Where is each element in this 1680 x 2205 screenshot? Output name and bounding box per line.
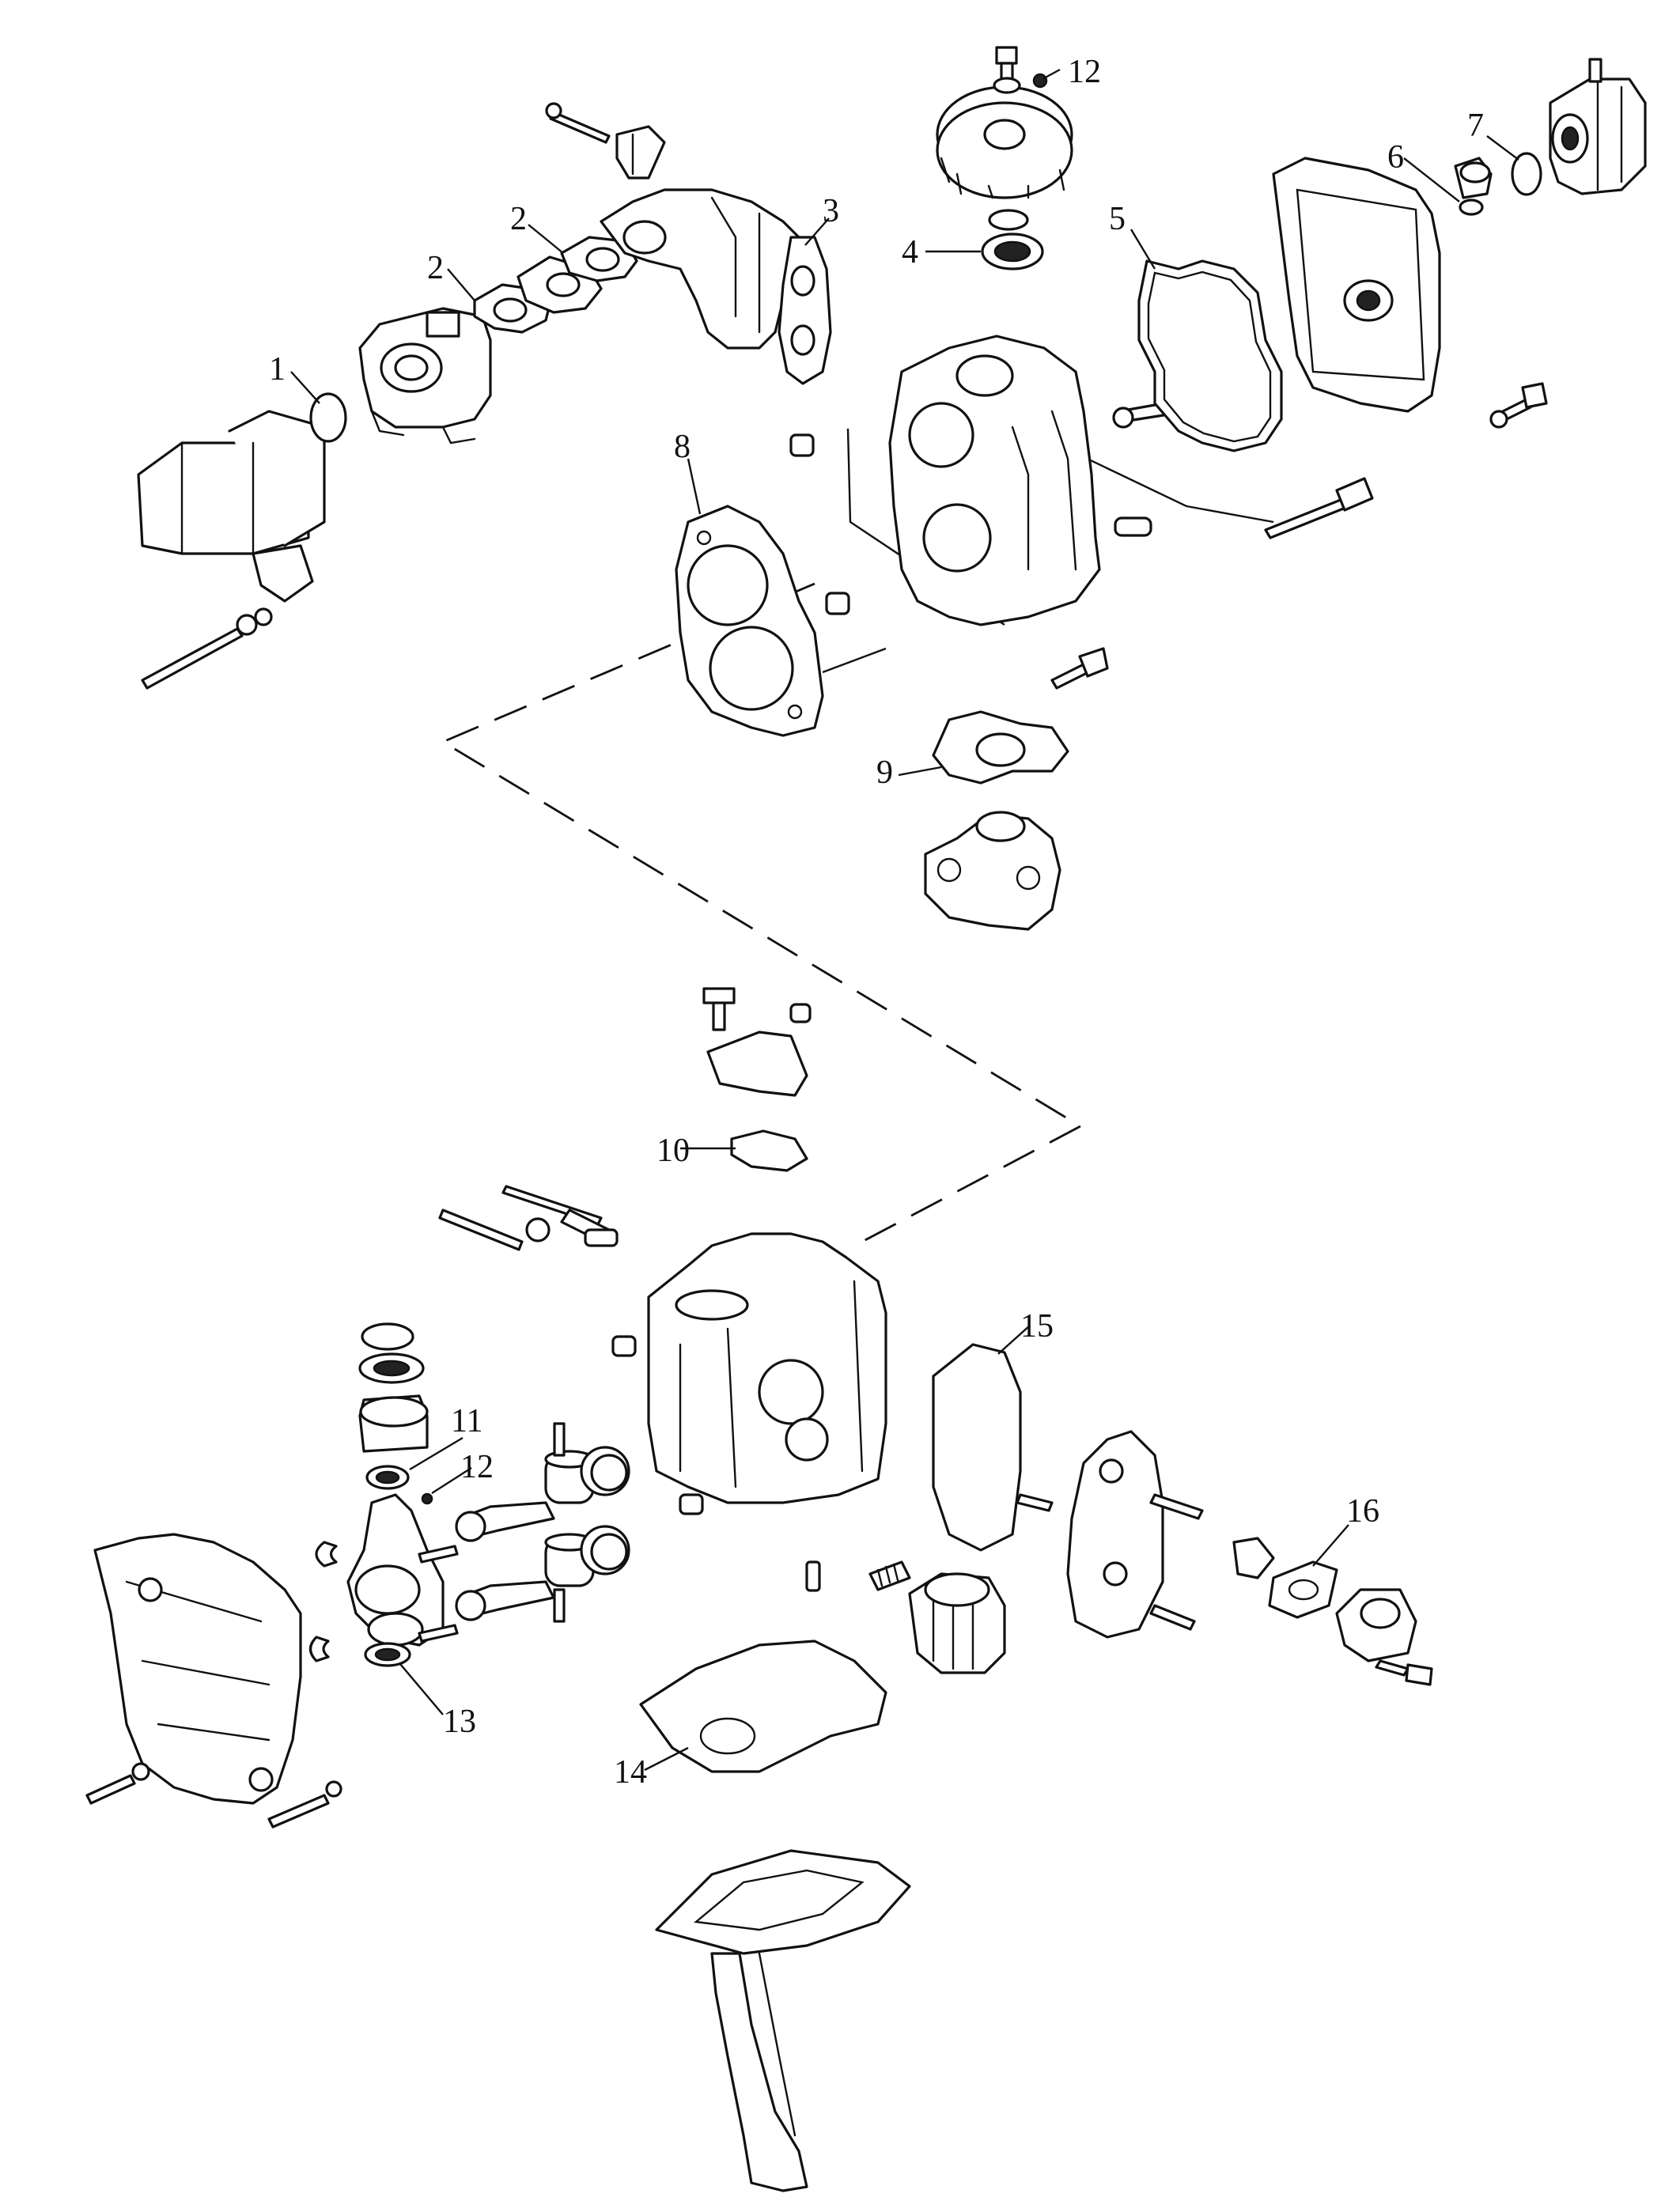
main-bearings (308, 1541, 338, 1662)
oil-pan-exhaust-guide (655, 1849, 911, 2192)
carburetor (358, 307, 492, 444)
head-lower-bolt (1050, 647, 1109, 690)
callout-12-crank: 12 (460, 1449, 494, 1485)
assembly-dash-lines (440, 418, 1274, 1243)
exhaust-cover (1066, 1430, 1164, 1639)
leader-lines (290, 68, 1519, 1772)
cover-bolt (1489, 382, 1548, 429)
cylinder-head-gasket (675, 505, 824, 737)
thermostat-housing (924, 811, 1061, 931)
block-bolts (438, 1185, 619, 1251)
cylinder-block (611, 1232, 887, 1515)
o-ring-1 (309, 392, 347, 443)
callout-7: 7 (1467, 108, 1484, 144)
oil-seal-4 (981, 233, 1044, 270)
oil-filler-cap (1454, 157, 1493, 199)
o-ring-7 (1511, 152, 1542, 196)
crankcase-bolts (85, 1762, 342, 1829)
manifold-bolt (545, 102, 611, 144)
callout-15: 15 (1020, 1308, 1054, 1345)
intake-gasket (560, 236, 638, 282)
oil-seal-11 (365, 1465, 410, 1490)
oil-pressure-switch (805, 1560, 821, 1592)
cam-seal-washer (988, 209, 1029, 231)
callout-16: 16 (1346, 1493, 1379, 1530)
woodruff-key-12 (421, 1492, 433, 1505)
head-cover-gasket (1137, 259, 1283, 452)
oil-seal-13 (364, 1642, 411, 1667)
cylinder-head-cover (1272, 157, 1441, 413)
outlet-gasket-hole (1288, 1579, 1319, 1601)
callout-10: 10 (656, 1133, 690, 1169)
callout-9: 9 (876, 755, 893, 791)
thermostat-gasket (730, 1129, 808, 1172)
outlet-gasket (1268, 1560, 1338, 1619)
crankcase-base-gasket (639, 1640, 887, 1773)
piston-lower (544, 1525, 630, 1623)
fuel-pump (1549, 58, 1647, 195)
connecting-rod-upper (455, 1501, 555, 1542)
thermo-sensor (1114, 516, 1152, 537)
callout-2-lower: 2 (427, 250, 444, 286)
cylinder-head (888, 335, 1101, 626)
callout-8: 8 (674, 429, 691, 465)
silencer-bolt (141, 607, 273, 690)
callout-3: 3 (823, 193, 839, 229)
callout-11: 11 (451, 1403, 482, 1439)
head-bolt (1264, 477, 1374, 539)
callout-14: 14 (614, 1754, 647, 1791)
callout-4: 4 (902, 234, 918, 270)
relief-spring (868, 1560, 911, 1591)
cam-pulley (936, 85, 1073, 199)
block-cover-gasket (932, 1343, 1022, 1552)
intake-manifold (600, 125, 800, 350)
callout-2-upper: 2 (510, 201, 527, 237)
water-outlet-elbow (1335, 1588, 1417, 1662)
oil-filter (908, 1572, 1006, 1674)
elbow-bolt (1375, 1659, 1433, 1686)
manifold-gasket (778, 236, 832, 385)
base-gasket-bore (699, 1717, 756, 1755)
rod-bolts (418, 1545, 459, 1643)
crankshaft (346, 1493, 445, 1647)
thermostat-cover (702, 987, 812, 1097)
exhaust-bolts (1016, 1493, 1204, 1631)
head-cover-gasket-inner (1147, 270, 1272, 443)
air-silencer (137, 410, 326, 603)
piston-upper (544, 1422, 630, 1504)
drive-gear-stack (358, 1322, 429, 1453)
callout-5: 5 (1109, 201, 1126, 237)
water-pump-gasket (932, 710, 1069, 785)
callout-labels: 1 2 2 3 4 5 6 7 8 9 10 11 12 12 13 14 15… (269, 54, 1484, 1791)
cap-o-ring-6 (1459, 199, 1484, 216)
callout-6: 6 (1387, 139, 1404, 176)
pulley-key (1032, 73, 1048, 89)
head-dowels (789, 433, 850, 615)
callout-12-top: 12 (1068, 54, 1101, 90)
callout-1: 1 (269, 351, 286, 388)
callout-13: 13 (443, 1704, 476, 1740)
thermo-switch (1232, 1537, 1275, 1579)
connecting-rod-lower (455, 1580, 555, 1621)
pulley-washer (993, 77, 1021, 94)
crankcase (93, 1533, 302, 1805)
